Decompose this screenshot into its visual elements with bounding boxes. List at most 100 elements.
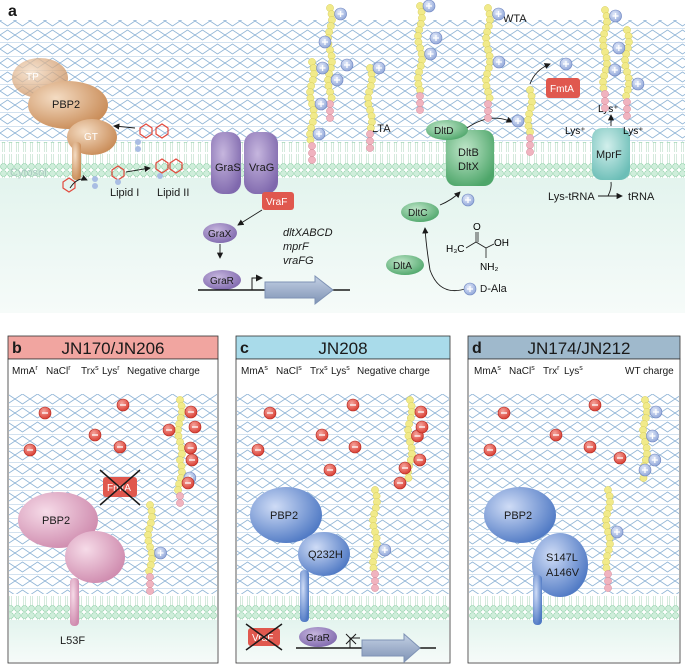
panel-d-pheno-3: Trxr: [543, 365, 560, 377]
panel-d-charges: [483, 398, 652, 477]
b-chain-1-charge-5: [162, 423, 176, 437]
dltc-protein: [401, 202, 439, 222]
panel-a-free-charges: [318, 31, 573, 296]
lta-label: LTA: [372, 123, 391, 135]
grax-label: GraX: [208, 229, 232, 240]
lys-plus-3: Lys⁺: [623, 126, 643, 137]
wta-chain-3-charge-1: [609, 9, 622, 23]
grax-protein: [203, 223, 237, 243]
d-minus-5: [613, 451, 627, 465]
panel-b-pheno-4: Lysr: [102, 365, 120, 377]
panel-d-pbp2: PBP2 S147L A146V: [484, 487, 588, 625]
panel-d-pbp2-label: PBP2: [504, 510, 532, 522]
trna-label: tRNA: [628, 191, 655, 203]
b-minus-2: [88, 428, 102, 442]
d-plus-0: [638, 463, 652, 477]
lys-plus-2: Lys⁺: [565, 126, 585, 137]
wta-chain-3-charge-10: [608, 63, 622, 77]
lta-chain-3-charge-0: [372, 61, 386, 75]
a-plus-2: [340, 58, 354, 72]
gene-mprf: mprF: [283, 241, 310, 253]
panel-b-pbp2-label: PBP2: [42, 515, 70, 527]
dltb-label: DltB: [458, 147, 479, 159]
gt-label: GT: [84, 132, 98, 143]
lipid-ii-label: Lipid II: [157, 187, 189, 199]
panel-c-title: JN208: [318, 339, 367, 358]
pbp2-enzyme-a: TP PBP2 GT: [12, 58, 117, 180]
panel-c: c JN208 MmAs NaCls Trxs Lyss Negative ch…: [235, 335, 451, 664]
panel-d-title: JN174/JN212: [527, 339, 630, 358]
b-chain-2: [144, 501, 167, 595]
b-minus-5: [188, 420, 202, 434]
panel-d-pheno-1: MmAs: [474, 365, 501, 377]
b-minus-7: [181, 476, 195, 490]
panel-c-mutation: Q232H: [308, 549, 343, 561]
a-plus-6: [461, 193, 475, 207]
dltc-label: DltC: [408, 208, 427, 219]
lys-trna-label: Lys-tRNA: [548, 191, 595, 203]
b-chain-1: [162, 396, 198, 458]
panel-a-letter: a: [8, 3, 17, 20]
dlta-label: DltA: [393, 261, 412, 272]
wta-label: WTA: [503, 13, 527, 25]
panel-c-charge: Negative charge: [357, 366, 430, 377]
membrane-bilayer: [0, 142, 685, 178]
c-minus-1: [251, 443, 265, 457]
wta-chain-4: [612, 26, 645, 120]
c-chain-2: [369, 486, 392, 592]
a-plus-5: [559, 57, 573, 71]
d-minus-4: [583, 440, 597, 454]
mprf-label: MprF: [596, 149, 622, 161]
panel-c-gene-arrow: [361, 632, 421, 664]
panel-b-teichoic-acids: [23, 396, 202, 595]
grar-protein-a: [203, 270, 241, 290]
panel-d-mutation-1: S147L: [546, 552, 578, 564]
b-minus-3: [116, 398, 130, 412]
chem-h3c: H₃C: [446, 244, 465, 255]
b-minus-1: [23, 443, 37, 457]
glycan-units: [62, 123, 183, 193]
wta-chain-3: [599, 6, 622, 112]
c-chain-1-charge-10: [413, 453, 427, 467]
panel-c-pbp2-label: PBP2: [270, 510, 298, 522]
lta-chain-3: [364, 61, 386, 152]
panel-d-letter: d: [472, 340, 482, 357]
c-minus-8: [323, 463, 337, 477]
panel-a-teichoic-acids: [306, 0, 645, 296]
panel-d-pheno-4: Lyss: [564, 365, 583, 377]
panel-b-title: JN170/JN206: [61, 339, 164, 358]
panel-a: a Cytosol TP PBP2 GT: [0, 0, 685, 313]
a-plus-7: [463, 282, 477, 296]
panel-c-pbp2: PBP2 Q232H: [250, 487, 350, 622]
dltd-protein: [426, 120, 468, 140]
gras-vrag-complex: GraS VraG VraF GraX GraR dltXABCD mprF v…: [198, 132, 350, 306]
lta-chain-4: [524, 86, 536, 156]
panel-b-charge: Negative charge: [127, 366, 200, 377]
b-minus-0: [38, 406, 52, 420]
wta-chain-4-charge-3: [612, 41, 626, 55]
panel-c-letter: c: [240, 340, 249, 357]
panel-d-pheno-2: NaCls: [509, 365, 535, 377]
panel-b-mutation: L53F: [60, 635, 85, 647]
panel-b-charges: [23, 398, 202, 490]
wta-chain-1-charge-8: [424, 47, 437, 61]
vrag-protein: [244, 132, 278, 194]
panel-c-pheno-2: NaCls: [276, 365, 302, 377]
panel-c-teichoic-acids: [251, 396, 429, 592]
lipid-i-label: Lipid I: [110, 187, 139, 199]
b-minus-6: [185, 453, 199, 467]
panel-b-pbp2: PBP2 L53F: [18, 492, 125, 647]
panel-b-pheno-1: MmAr: [12, 365, 38, 377]
lta-chain-2-charge-1: [316, 61, 329, 75]
c-minus-7: [393, 476, 407, 490]
panel-c-pheno-1: MmAs: [241, 365, 268, 377]
c-minus-6: [398, 461, 412, 475]
d-minus-0: [497, 406, 511, 420]
d-chain-1-charge-2: [649, 405, 663, 419]
b-chain-1-charge-8: [184, 441, 197, 455]
panel-c-grar-label: GraR: [306, 633, 330, 644]
b-chain-2-charge-8: [154, 546, 167, 560]
b-chain-1-charge-2: [184, 405, 198, 419]
panel-c-grar: [299, 627, 337, 647]
